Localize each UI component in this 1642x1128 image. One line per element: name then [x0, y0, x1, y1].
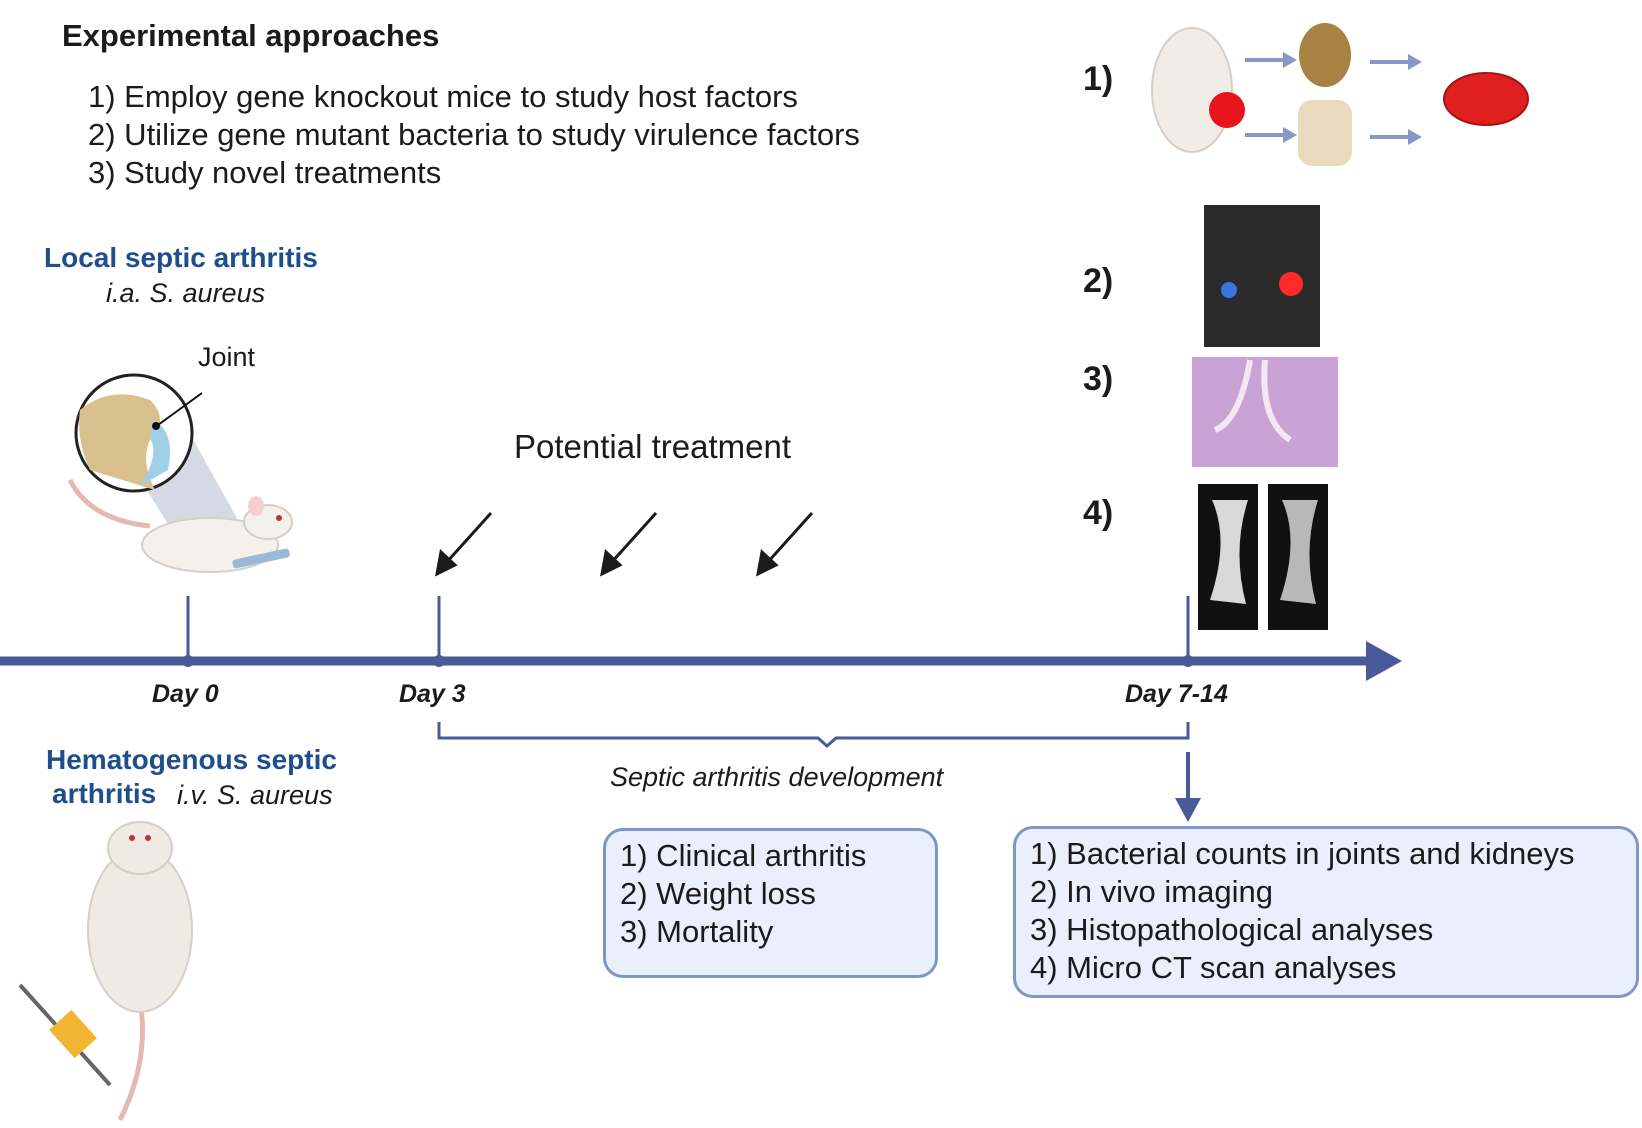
local-mouse-illustration [67, 373, 293, 573]
day0-label: Day 0 [152, 680, 219, 708]
endpoint-arrowhead [1175, 798, 1201, 822]
development-label: Septic arthritis development [610, 762, 944, 792]
local-model-title: Local septic arthritis [44, 242, 318, 273]
iv-mouse-eye-left [129, 835, 135, 841]
day7-14-label: Day 7-14 [1125, 680, 1228, 708]
hematogenous-route: i.v. S. aureus [177, 780, 333, 810]
joint-pointer [157, 392, 203, 426]
treatment-arrow-2 [609, 511, 658, 565]
kidney-icon [1299, 23, 1351, 87]
approaches-title: Experimental approaches [62, 18, 440, 53]
panel1-mouse [1151, 27, 1233, 153]
approach-item: 2) Utilize gene mutant bacteria to study… [88, 117, 860, 152]
panel-number-4: 4) [1083, 494, 1114, 532]
hematogenous-title-line2: arthritis [52, 778, 157, 809]
iv-syringe-fluid [49, 1009, 97, 1059]
clinical-item: 2) Weight loss [620, 876, 816, 911]
approach-item: 3) Study novel treatments [88, 155, 442, 190]
clinical-outcomes-box: 1) Clinical arthritis 2) Weight loss 3) … [603, 828, 938, 978]
clinical-item: 3) Mortality [620, 914, 774, 949]
tick-dot-day0 [182, 655, 194, 667]
panel-number-1: 1) [1083, 60, 1114, 98]
cartilage [140, 420, 170, 486]
treatment-arrowhead-2 [599, 549, 623, 577]
local-mouse-tail [67, 478, 151, 529]
imaging-spot [1221, 282, 1237, 298]
knee-joint-icon [1298, 100, 1352, 166]
tick-dot-day7-14 [1182, 655, 1194, 667]
local-mouse-ear [248, 496, 264, 516]
development-bracket [437, 722, 1190, 749]
petri-dish-icon [1443, 72, 1529, 126]
endpoint-analyses-box: 1) Bacterial counts in joints and kidney… [1013, 826, 1639, 998]
local-model-route: i.a. S. aureus [106, 278, 266, 308]
treatment-arrowhead-3 [755, 549, 779, 577]
bacterial-count-panel [1151, 23, 1529, 166]
hematogenous-mouse-illustration [18, 821, 193, 1122]
treatment-arrow-1 [444, 511, 493, 565]
timeline-arrowhead [1366, 641, 1402, 681]
joint-pointer-dot [152, 422, 160, 430]
local-mouse-eye [276, 515, 282, 521]
approaches-list: 1) Employ gene knockout mice to study ho… [88, 78, 860, 192]
local-syringe [232, 548, 290, 569]
endpoint-item: 2) In vivo imaging [1030, 874, 1273, 909]
treatment-arrowhead-1 [434, 549, 458, 577]
panel-number-2: 2) [1083, 262, 1114, 300]
tick-dot-day3 [433, 655, 445, 667]
joint-label: Joint [198, 342, 256, 372]
panel1-swollen-joint [1209, 92, 1245, 128]
endpoint-item: 3) Histopathological analyses [1030, 912, 1434, 947]
iv-mouse-tail [117, 999, 145, 1122]
imaging-hotspot [1279, 272, 1303, 296]
panel-number-3: 3) [1083, 360, 1114, 398]
in-vivo-imaging-image [1204, 205, 1320, 347]
approach-item: 1) Employ gene knockout mice to study ho… [88, 79, 798, 114]
treatment-arrows [434, 511, 814, 577]
bone-head [79, 394, 160, 490]
iv-mouse-eye-right [145, 835, 151, 841]
iv-mouse-head [107, 821, 173, 875]
endpoint-item: 1) Bacterial counts in joints and kidney… [1030, 836, 1575, 871]
hematogenous-title-line1: Hematogenous septic [46, 744, 337, 775]
treatment-label: Potential treatment [514, 428, 791, 465]
treatment-arrow-3 [765, 511, 814, 565]
clinical-item: 1) Clinical arthritis [620, 838, 867, 873]
day3-label: Day 3 [399, 680, 466, 708]
endpoint-item: 4) Micro CT scan analyses [1030, 950, 1397, 985]
